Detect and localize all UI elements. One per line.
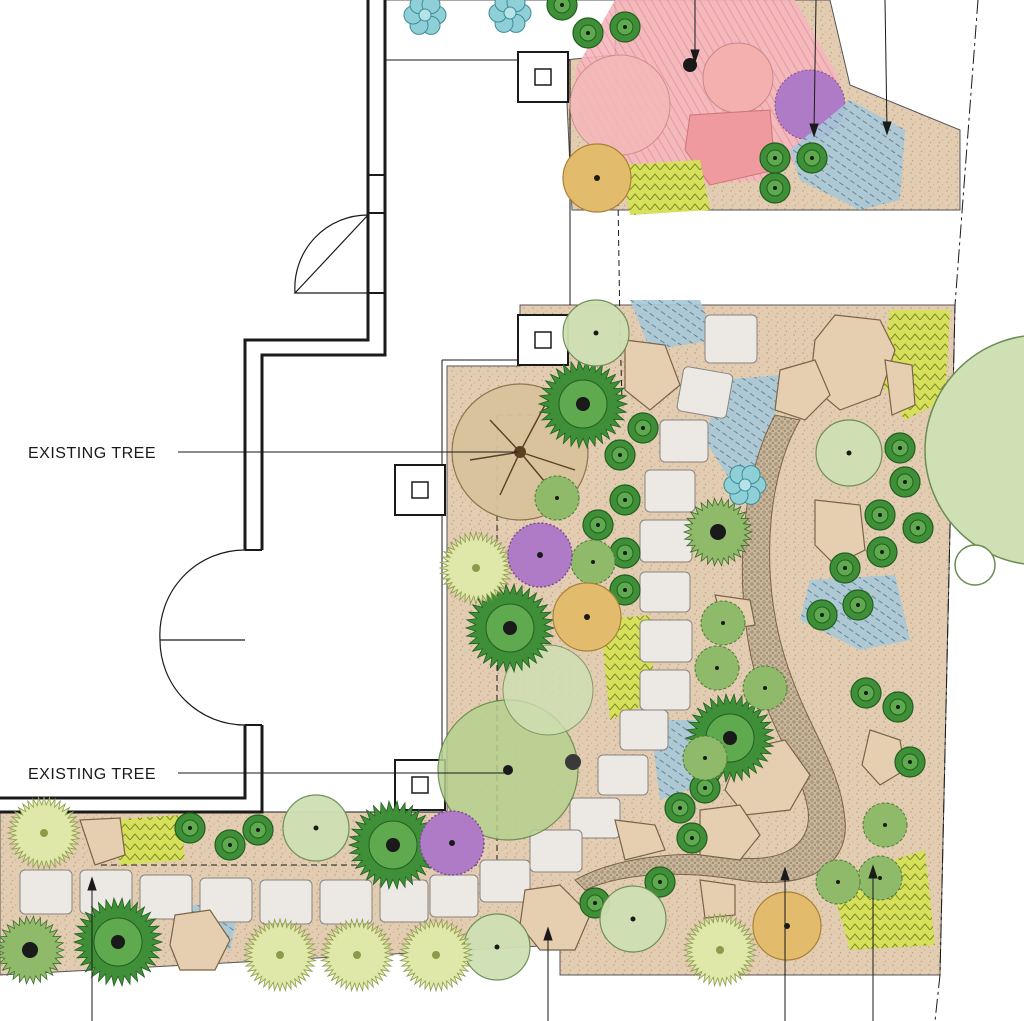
- small-shrub: [609, 484, 641, 516]
- medium-green-shrub: [700, 600, 746, 646]
- small-shrub: [609, 574, 641, 606]
- existing-tree-lower: [437, 644, 594, 841]
- small-shrub: [894, 746, 926, 778]
- small-shrub: [689, 772, 721, 804]
- small-shrub: [609, 537, 641, 569]
- small-shrub: [572, 17, 604, 49]
- small-shrub: [889, 466, 921, 498]
- small-shrub: [214, 829, 246, 861]
- dry-stream: [574, 414, 846, 891]
- pale-green-shrub: [562, 299, 630, 367]
- small-shrub: [850, 677, 882, 709]
- blue-succulent: [403, 0, 447, 35]
- small-shrub: [644, 866, 676, 898]
- small-shrub: [242, 814, 274, 846]
- grass-clump: [319, 917, 395, 993]
- small-shrub: [806, 599, 838, 631]
- grass-clump: [398, 917, 474, 993]
- small-shrub: [759, 172, 791, 204]
- label-existing-tree-lower: EXISTING TREE: [28, 766, 156, 783]
- small-shrub: [546, 0, 578, 21]
- medium-spiky-shrub: [0, 915, 66, 985]
- small-shrub: [627, 412, 659, 444]
- small-shrub: [902, 512, 934, 544]
- purple-shrub: [507, 522, 573, 588]
- plant-symbols: [0, 0, 934, 993]
- label-existing-tree-upper: EXISTING TREE: [28, 445, 156, 462]
- small-shrub: [759, 142, 791, 174]
- blue-succulent: [488, 0, 532, 33]
- small-shrub: [609, 11, 641, 43]
- doors: [159, 214, 369, 726]
- large-spiky-shrub: [537, 358, 629, 450]
- grass-clump: [682, 912, 758, 988]
- blue-succulent: [723, 465, 767, 505]
- small-shrub: [582, 509, 614, 541]
- medium-green-shrub: [534, 475, 580, 521]
- small-shrub: [829, 552, 861, 584]
- medium-green-shrub: [857, 855, 903, 901]
- gold-shrub: [552, 582, 622, 652]
- small-shrub: [174, 812, 206, 844]
- large-spiky-shrub: [72, 896, 164, 988]
- medium-green-shrub: [862, 802, 908, 848]
- medium-green-shrub: [742, 665, 788, 711]
- medium-green-shrub: [570, 539, 616, 585]
- pink-planting: [569, 0, 846, 186]
- columns: [394, 51, 569, 811]
- small-shrub: [864, 499, 896, 531]
- small-shrub: [796, 142, 828, 174]
- small-shrub: [664, 792, 696, 824]
- pale-green-shrub: [463, 913, 531, 981]
- boulders: [79, 314, 916, 971]
- medium-green-shrub: [815, 859, 861, 905]
- medium-green-shrub: [682, 735, 728, 781]
- gold-shrub: [752, 891, 822, 961]
- neighbor-tree: [924, 335, 1024, 565]
- small-shrub: [866, 536, 898, 568]
- small-shrub: [884, 432, 916, 464]
- large-spiky-shrub: [347, 799, 439, 891]
- small-shrub: [882, 691, 914, 723]
- small-shrub: [842, 589, 874, 621]
- grass-clump: [6, 795, 82, 871]
- purple-shrub: [419, 810, 485, 876]
- small-shrub: [604, 439, 636, 471]
- callouts: [87, 0, 892, 1021]
- large-spiky-shrub: [464, 582, 556, 674]
- grass-clump: [438, 530, 514, 606]
- grass-clump: [242, 917, 318, 993]
- small-shrub: [676, 822, 708, 854]
- pale-green-shrub: [599, 885, 667, 953]
- pale-green-shrub: [815, 419, 883, 487]
- medium-green-shrub: [694, 645, 740, 691]
- pale-green-shrub: [282, 794, 350, 862]
- gold-shrub: [562, 143, 632, 213]
